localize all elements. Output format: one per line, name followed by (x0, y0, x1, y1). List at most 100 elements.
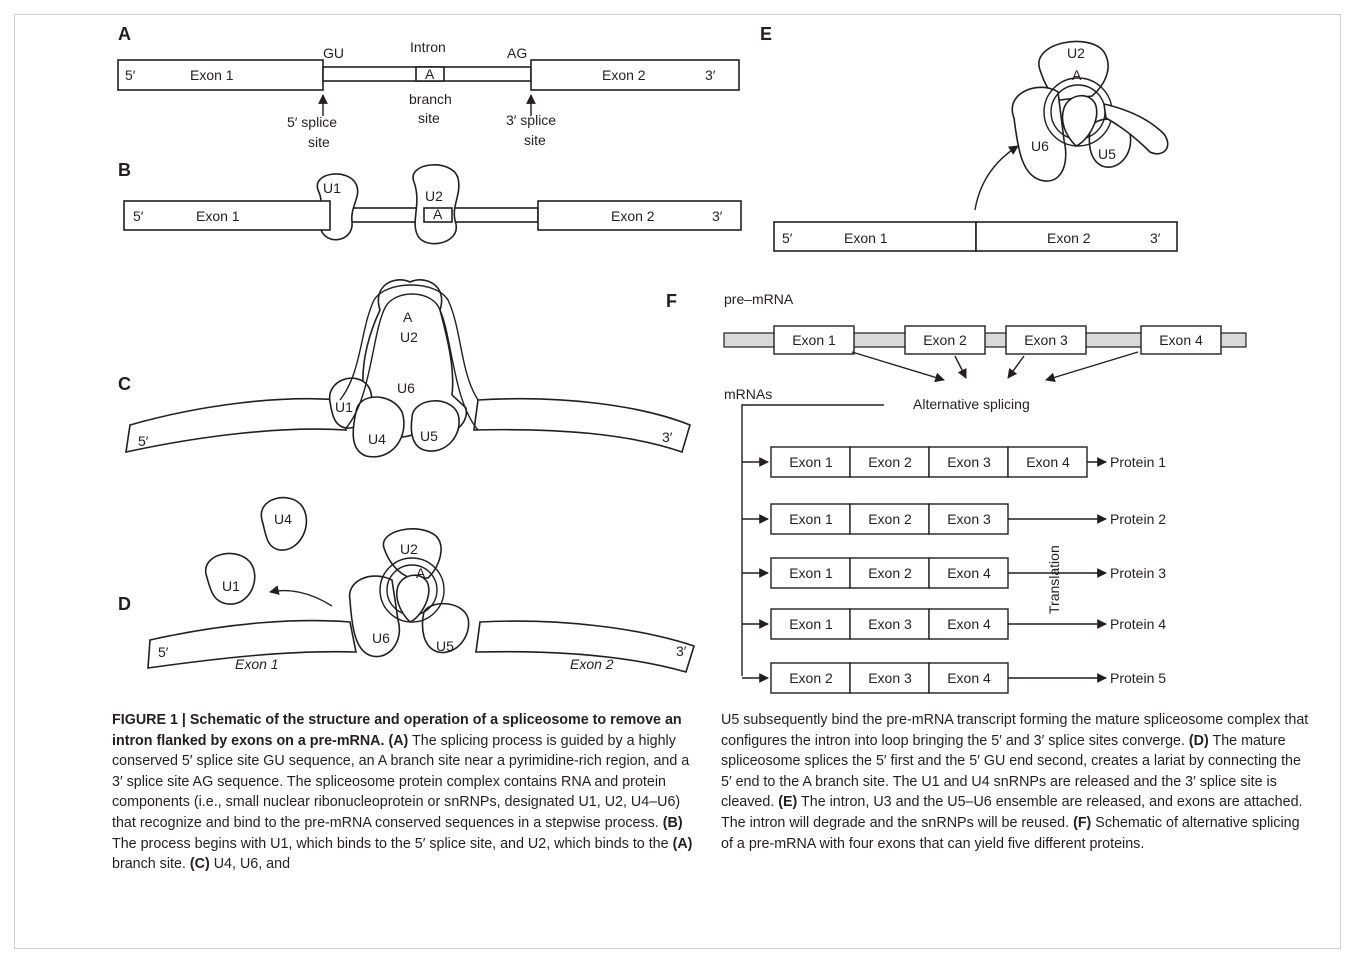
u2-label-c: U2 (400, 329, 418, 345)
exon1-box-e (773, 221, 977, 252)
splice5-site-label: site (308, 134, 330, 150)
u4-label-c: U4 (368, 431, 386, 447)
exon2-label-b: Exon 2 (611, 208, 655, 224)
pre-mrna-label: pre–mRNA (724, 291, 794, 307)
lariat-core-d (395, 574, 430, 623)
three-prime-label-b: 3′ (712, 208, 723, 224)
u1-label-d: U1 (222, 578, 240, 594)
five-prime-label-d: 5′ (158, 644, 169, 660)
intron-loop-outer-c (339, 284, 479, 401)
panel-b: B 5′ Exon 1 Exon 2 3′ U1 U2 A (118, 160, 742, 245)
exon1-box (117, 59, 324, 91)
u1-label-c: U1 (335, 399, 353, 415)
branch-a-label-d: A (416, 565, 426, 581)
protein-label: Protein 4 (1110, 616, 1166, 632)
mrna-exon-label: Exon 2 (868, 511, 912, 527)
caption-f-text: Schematic of alternative splicing of a p… (721, 814, 1300, 852)
mrna-exon-label: Exon 1 (789, 511, 833, 527)
exon1-box-b (123, 200, 331, 231)
pre-mrna-exons: Exon 1 Exon 2 Exon 3 Exon 4 (773, 325, 1222, 355)
u2-snrnp-d (382, 528, 442, 579)
mrna-exon-label: Exon 3 (947, 454, 991, 470)
exon2-box-b (537, 200, 742, 231)
exon1-label-d: Exon 1 (235, 656, 279, 672)
pre-exon-label: Exon 4 (1159, 332, 1203, 348)
mrna-exon-box (928, 557, 1009, 589)
mrna-exon-label: Exon 4 (947, 616, 991, 632)
u5-label-d: U5 (436, 638, 454, 654)
mrna-exon-box (928, 446, 1009, 478)
panel-d: D U2 A U6 U5 U4 U1 5′ Exon 1 Exon 2 3′ (118, 496, 695, 673)
caption-b-tag: (B) (662, 814, 683, 831)
splice3-label: 3′ splice (506, 112, 556, 128)
panel-c-label: C (118, 374, 131, 394)
mrna-exon-label: Exon 3 (947, 511, 991, 527)
pre-exon-label: Exon 3 (1024, 332, 1068, 348)
u6-snrnp-d (348, 575, 401, 658)
pre-exon-label: Exon 2 (923, 332, 967, 348)
pre-exon-box (773, 325, 855, 355)
caption-right-column: U5 subsequently bind the pre-mRNA transc… (721, 710, 1311, 854)
pre-exon-box (1140, 325, 1222, 355)
u4-snrnp-c (352, 396, 405, 458)
caption-b-tag2: (A) (672, 835, 693, 852)
caption-c-text: U4, U6, and (209, 856, 291, 873)
exon1-label-e: Exon 1 (844, 230, 888, 246)
protein-label: Protein 1 (1110, 454, 1166, 470)
mrna-exon-box (928, 608, 1009, 640)
exon2-label-e: Exon 2 (1047, 230, 1091, 246)
five-prime-label: 5′ (125, 67, 136, 83)
mrna-exon-label: Exon 4 (1026, 454, 1070, 470)
splice5-label: 5′ splice (287, 114, 337, 130)
three-prime-label: 3′ (705, 67, 716, 83)
caption-a-tag: (A) (388, 732, 409, 749)
splice-arrow-4 (1045, 351, 1139, 383)
protein-label: Protein 3 (1110, 565, 1166, 581)
five-prime-label-b: 5′ (133, 208, 144, 224)
u2-label-d: U2 (400, 541, 418, 557)
branch-a-box-b (423, 207, 453, 223)
u5-label-c: U5 (420, 428, 438, 444)
caption-e-tag: (E) (778, 794, 798, 811)
exon2-label: Exon 2 (602, 67, 646, 83)
spliceosome-figure: A 5′ Exon 1 Exon 2 3′ A GU Intron AG bra… (117, 24, 1247, 694)
exon2-label-d: Exon 2 (570, 656, 614, 672)
u1-label-b: U1 (323, 180, 341, 196)
five-prime-label-e: 5′ (782, 230, 793, 246)
caption-c-text-cont: U5 subsequently bind the pre-mRNA transc… (721, 712, 1309, 749)
mrna-exon-label: Exon 1 (789, 616, 833, 632)
gu-label: GU (323, 45, 344, 61)
figure-frame (14, 14, 1341, 949)
protein-label: Protein 5 (1110, 670, 1166, 686)
splice3-site-label: site (524, 132, 546, 148)
splice-arrow-1 (851, 351, 945, 383)
pre-exon-label: Exon 1 (792, 332, 836, 348)
branch-a-label-b: A (433, 206, 443, 222)
u5-snrnp-d (421, 602, 470, 654)
exon1-strand-d (147, 619, 357, 669)
mrna-exon-box (849, 662, 930, 694)
three-prime-label-d: 3′ (676, 643, 687, 659)
mrna-exon-box (1007, 446, 1088, 478)
intron-loop-c (345, 293, 479, 431)
exon1-strand-c (125, 397, 347, 454)
five-prime-label-c: 5′ (138, 433, 149, 449)
u4-label-d: U4 (274, 511, 292, 527)
protein-label: Protein 2 (1110, 511, 1166, 527)
intron-tail-e (1103, 102, 1169, 155)
mrnas-label: mRNAs (724, 386, 772, 402)
u6-label-e: U6 (1031, 138, 1049, 154)
caption-b-text2: branch site. (112, 856, 190, 873)
panel-f: F pre–mRNA Exon 1 Exon 2 Exon 3 Exon 4 mRNA… (666, 291, 1247, 694)
exon2-strand-c (473, 397, 691, 454)
u4-released (260, 496, 308, 551)
panel-f-label: F (666, 291, 677, 311)
caption-a-text: The splicing process is guided by a high… (112, 732, 690, 831)
branch-a-label-c: A (403, 309, 413, 325)
mrna-exon-label: Exon 4 (947, 565, 991, 581)
splice-arrow-2 (954, 355, 967, 379)
caption-b-text: The process begins with U1, which binds … (112, 835, 673, 852)
u5-snrnp-c (410, 400, 460, 452)
exon2-box (530, 59, 740, 91)
site-label: site (418, 110, 440, 126)
